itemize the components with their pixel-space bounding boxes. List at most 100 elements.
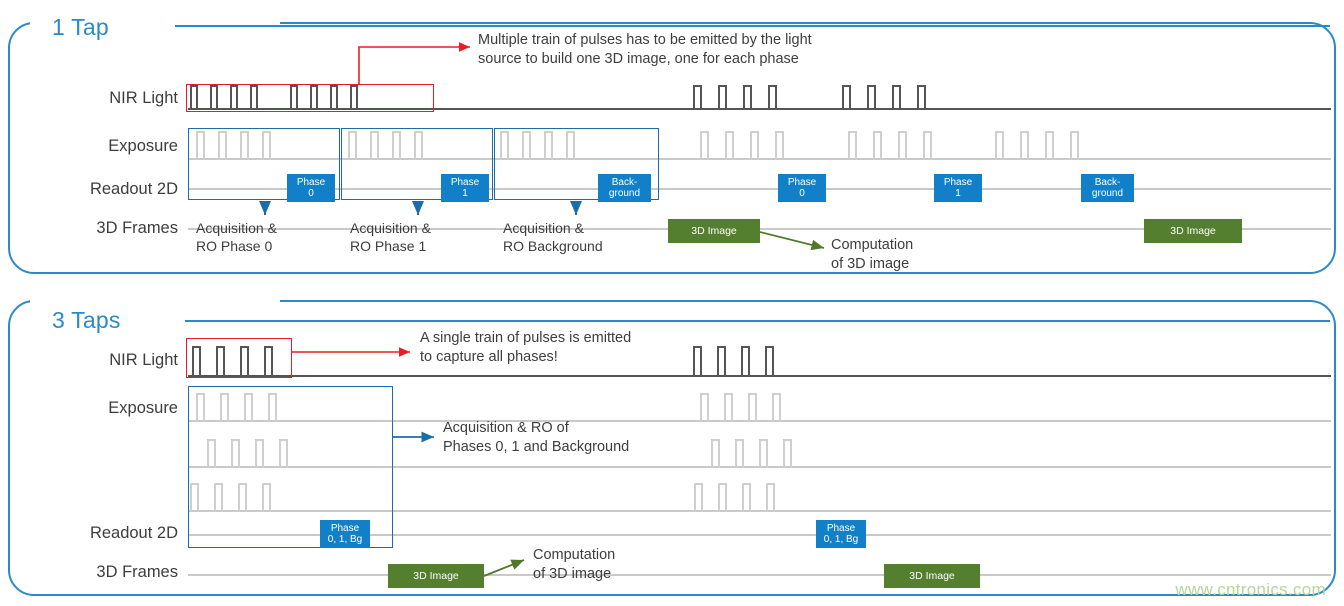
- panel-1-caption-phase0: Acquisition & RO Phase 0: [196, 220, 277, 254]
- badge-line1: Phase: [450, 177, 480, 188]
- pulse: [262, 131, 271, 159]
- badge-line2: 1: [462, 188, 468, 199]
- panel-1-row-label-3d-frames: 3D Frames: [96, 219, 178, 237]
- pulse: [748, 393, 757, 421]
- badge-line2: 0, 1, Bg: [327, 534, 363, 545]
- panel-2-3d-image-block-1: 3D Image: [388, 564, 484, 588]
- pulse: [210, 85, 218, 109]
- badge-line1: Back-: [1094, 177, 1121, 188]
- badge-line2: 0, 1, Bg: [823, 534, 859, 545]
- pulse: [917, 85, 926, 109]
- panel-1-nir-highlight-box: [186, 84, 434, 112]
- pulse: [262, 483, 271, 511]
- panel-1-row-label-exposure: Exposure: [108, 137, 178, 155]
- panel-1-3d-image-block-2: 3D Image: [1144, 219, 1242, 243]
- panel-2-nir-highlight-box: [186, 338, 292, 378]
- badge-line1: Phase: [787, 177, 817, 188]
- pulse: [750, 131, 759, 159]
- pulse: [255, 439, 264, 467]
- badge-line1: Phase: [943, 177, 973, 188]
- pulse: [766, 483, 775, 511]
- panel-2-readout-badge-2: Phase 0, 1, Bg: [816, 520, 866, 548]
- pulse: [264, 346, 273, 376]
- pulse: [348, 131, 357, 159]
- pulse: [240, 131, 249, 159]
- panel-1-readout-badge-5: Phase 1: [934, 174, 982, 202]
- panel-1-acquisition-window-phase1: [341, 128, 493, 200]
- pulse: [190, 85, 198, 109]
- pulse: [759, 439, 768, 467]
- pulse: [238, 483, 247, 511]
- panel-2-readout-baseline: [188, 534, 1331, 536]
- pulse: [892, 85, 901, 109]
- panel-2-row-label-exposure: Exposure: [108, 399, 178, 417]
- pulse: [196, 393, 205, 421]
- pulse: [772, 393, 781, 421]
- badge-line2: 0: [799, 188, 805, 199]
- pulse: [995, 131, 1004, 159]
- pulse: [214, 483, 223, 511]
- badge-line1: Back-: [611, 177, 638, 188]
- pulse: [867, 85, 876, 109]
- pulse: [1020, 131, 1029, 159]
- pulse: [414, 131, 423, 159]
- panel-1-exposure-baseline: [188, 158, 1331, 160]
- panel-1-readout-badge-3: Back- ground: [598, 174, 651, 202]
- pulse: [742, 483, 751, 511]
- panel-1-acquisition-window-background: [494, 128, 659, 200]
- panel-3-taps: [8, 300, 1336, 596]
- panel-2-acquisition-window: [188, 386, 393, 548]
- panel-1-tap: [8, 22, 1336, 274]
- panel-2-acquisition-note: Acquisition & RO of Phases 0, 1 and Back…: [443, 420, 630, 455]
- panel-1-row-label-readout-2d: Readout 2D: [89, 180, 178, 198]
- pulse: [231, 439, 240, 467]
- panel-1-acquisition-window-phase0: [188, 128, 340, 200]
- panel-2-title: 3 Taps: [52, 307, 121, 333]
- pulse: [923, 131, 932, 159]
- badge-line2: 0: [308, 188, 314, 199]
- pulse: [1070, 131, 1079, 159]
- badge-line1: Phase: [296, 177, 326, 188]
- panel-1-title-rule: [175, 25, 1330, 27]
- panel-1-caption-background: Acquisition & RO Background: [503, 220, 603, 254]
- panel-2-row-label-3d-frames: 3D Frames: [96, 563, 178, 581]
- pulse: [244, 393, 253, 421]
- badge-line1: Phase: [330, 523, 360, 534]
- panel-1-readout-badge-1: Phase 0: [287, 174, 335, 202]
- pulse: [207, 439, 216, 467]
- badge-line1: Phase: [826, 523, 856, 534]
- panel-1-computation-note: Computation of 3D image: [831, 237, 914, 272]
- pulse: [711, 439, 720, 467]
- badge-line2: ground: [608, 188, 641, 199]
- pulse: [765, 346, 774, 376]
- pulse: [250, 85, 258, 109]
- pulse: [1045, 131, 1054, 159]
- pulse: [898, 131, 907, 159]
- pulse: [279, 439, 288, 467]
- pulse: [700, 393, 709, 421]
- pulse: [566, 131, 575, 159]
- panel-1-title-mask: [30, 12, 280, 34]
- badge-line2: ground: [1091, 188, 1124, 199]
- panel-2-readout-badge-1: Phase 0, 1, Bg: [320, 520, 370, 548]
- pulse: [522, 131, 531, 159]
- pulse: [218, 131, 227, 159]
- panel-1-3d-image-block-1: 3D Image: [668, 219, 760, 243]
- panel-2-exposure-tap1-baseline: [188, 466, 1331, 468]
- pulse: [310, 85, 318, 109]
- pulse: [717, 346, 726, 376]
- pulse: [718, 85, 727, 109]
- pulse: [268, 393, 277, 421]
- pulse: [718, 483, 727, 511]
- panel-2-nir-baseline: [188, 375, 1331, 377]
- panel-2-exposure-tap2-baseline: [188, 510, 1331, 512]
- panel-2-title-rule: [185, 320, 1330, 322]
- panel-1-annotation-text: Multiple train of pulses has to be emitt…: [478, 32, 812, 67]
- pulse: [693, 346, 702, 376]
- pulse: [500, 131, 509, 159]
- panel-2-exposure-tap0-baseline: [188, 420, 1331, 422]
- pulse: [290, 85, 298, 109]
- pulse: [775, 131, 784, 159]
- panel-1-readout-baseline: [188, 188, 1331, 190]
- badge-line2: 1: [955, 188, 961, 199]
